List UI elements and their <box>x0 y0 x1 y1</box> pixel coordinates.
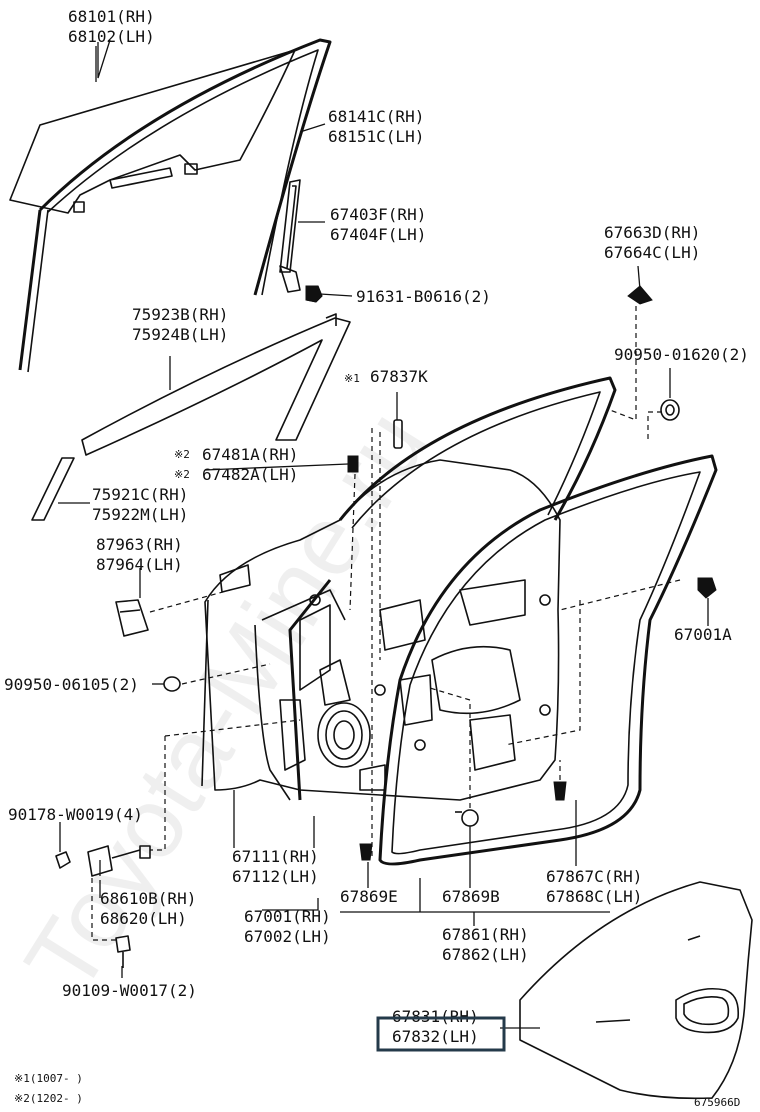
footnote-1: ※1(1007- ) <box>14 1072 83 1085</box>
label-87964: 87964(LH) <box>96 555 183 574</box>
label-67869e: 67869E <box>340 887 398 906</box>
label-67481a-mark: ※2 <box>174 448 190 461</box>
label-67403f: 67403F(RH) <box>330 205 426 224</box>
label-68101: 68101(RH) <box>68 7 155 26</box>
label-67868c: 67868C(LH) <box>546 887 642 906</box>
moulding-75921-drawing <box>31 457 75 521</box>
door-weatherstrip-drawing <box>378 454 718 866</box>
label-68102: 68102(LH) <box>68 27 155 46</box>
label-68141c: 68141C(RH) <box>328 107 424 126</box>
label-90950-01620: 90950-01620(2) <box>614 345 749 364</box>
label-67867c: 67867C(RH) <box>546 867 642 886</box>
glass-run-drawing <box>18 38 332 373</box>
label-67002: 67002(LH) <box>244 927 331 946</box>
label-91631: 91631-B0616(2) <box>356 287 491 306</box>
label-90178: 90178-W0019(4) <box>8 805 143 824</box>
small-parts-drawing <box>55 285 717 968</box>
label-67001: 67001(RH) <box>244 907 331 926</box>
watermark: Toyota-Mine.ru <box>4 391 449 1011</box>
label-67837k-mark: ※1 <box>344 372 360 385</box>
label-75923b: 75923B(RH) <box>132 305 228 324</box>
label-67663d: 67663D(RH) <box>604 223 700 242</box>
label-75922m: 75922M(LH) <box>92 505 188 524</box>
label-67111: 67111(RH) <box>232 847 319 866</box>
footnote-2: ※2(1202- ) <box>14 1092 83 1105</box>
label-67482a: 67482A(LH) <box>202 465 298 484</box>
label-67404f: 67404F(LH) <box>330 225 426 244</box>
label-67112: 67112(LH) <box>232 867 319 886</box>
label-87963: 87963(RH) <box>96 535 183 554</box>
label-75921c: 75921C(RH) <box>92 485 188 504</box>
label-90109: 90109-W0017(2) <box>62 981 197 1000</box>
highlight-box-67832 <box>376 1016 506 1052</box>
part-labels: 68101(RH) 68102(LH) 68141C(RH) 68151C(LH… <box>4 7 749 1046</box>
label-68151c: 68151C(LH) <box>328 127 424 146</box>
label-68620: 68620(LH) <box>100 909 187 928</box>
label-67001a: 67001A <box>674 625 732 644</box>
label-67664c: 67664C(LH) <box>604 243 700 262</box>
label-90950-06105: 90950-06105(2) <box>4 675 139 694</box>
label-67862: 67862(LH) <box>442 945 529 964</box>
leader-lines <box>58 39 709 1029</box>
channel-drawing <box>279 179 323 303</box>
dashed-lines <box>91 306 681 941</box>
label-67482a-mark: ※2 <box>174 468 190 481</box>
figure-id: 675966D <box>694 1096 740 1109</box>
door-glass-drawing <box>9 49 296 214</box>
door-frame-drawing <box>288 376 617 801</box>
belt-moulding-drawing <box>81 313 351 456</box>
label-67861: 67861(RH) <box>442 925 529 944</box>
label-67481a: 67481A(RH) <box>202 445 298 464</box>
label-68610b: 68610B(RH) <box>100 889 196 908</box>
label-67837k: 67837K <box>370 367 428 386</box>
label-67869b: 67869B <box>442 887 500 906</box>
label-67832: 67832(LH) <box>392 1027 479 1046</box>
service-cover-drawing <box>519 881 753 1100</box>
label-75924b: 75924B(LH) <box>132 325 228 344</box>
